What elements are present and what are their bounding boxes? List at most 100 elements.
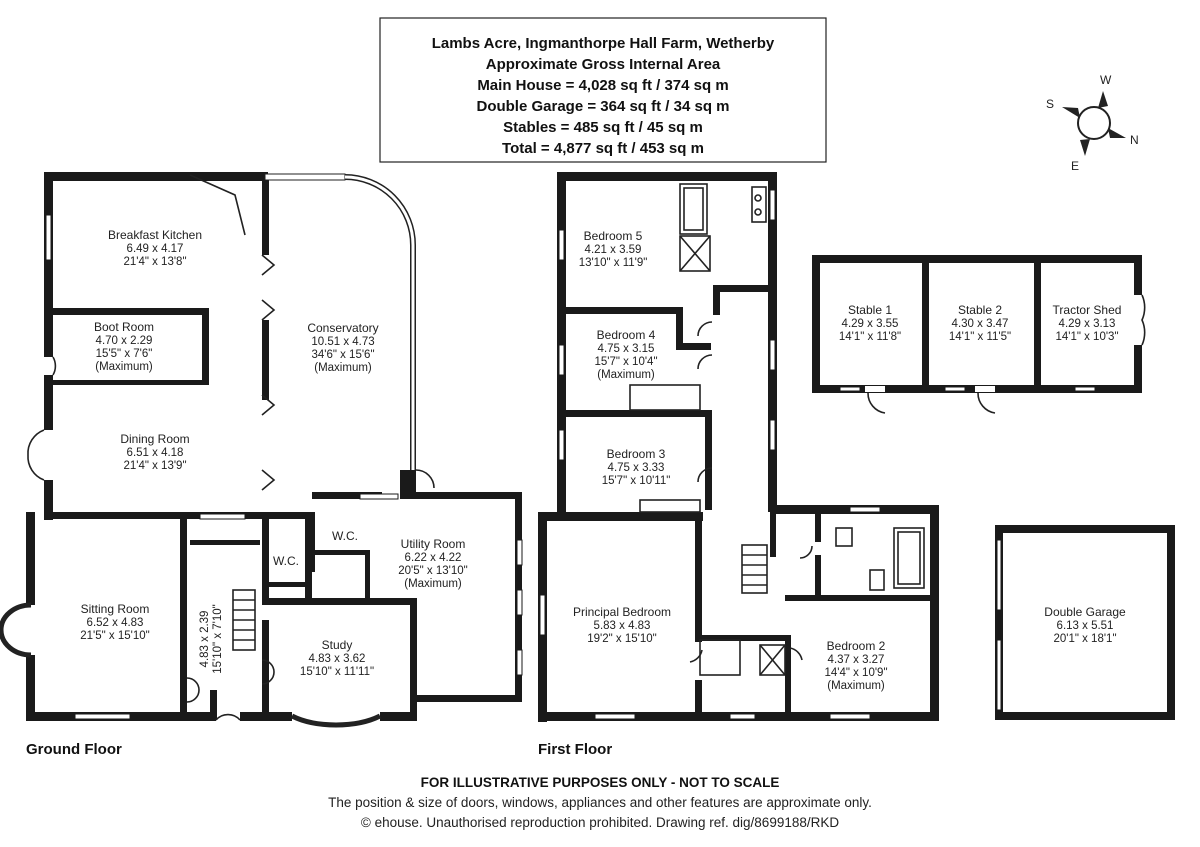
room-label: Bedroom 5: [584, 229, 643, 243]
room-metric: 10.51 x 4.73: [311, 336, 374, 348]
room-note: (Maximum): [404, 578, 462, 590]
stables-walls: [812, 255, 1146, 414]
room-imperial: 15'5" x 7'6": [96, 348, 153, 360]
first-floor-fixtures: [629, 183, 925, 676]
room-bedroom-5: Bedroom 5 4.21 x 3.59 13'10" x 11'9": [579, 229, 648, 269]
room-imperial: 14'1" x 11'5": [949, 331, 1011, 343]
room-label: Principal Bedroom: [573, 605, 671, 619]
room-label: Breakfast Kitchen: [108, 228, 202, 242]
room-label: Bedroom 2: [827, 639, 886, 653]
room-imperial: 19'2" x 15'10": [587, 633, 656, 645]
room-label: Utility Room: [401, 537, 466, 551]
compass-north-label: N: [1130, 133, 1139, 147]
room-metric: 4.30 x 3.47: [952, 318, 1009, 330]
first-floor-label: First Floor: [538, 741, 612, 758]
room-dining-room: Dining Room 6.51 x 4.18 21'4" x 13'9": [120, 432, 189, 472]
room-stable-1: Stable 1 4.29 x 3.55 14'1" x 11'8": [839, 303, 901, 343]
room-hall: 4.83 x 2.39 15'10" x 7'10": [199, 604, 224, 673]
room-label: W.C.: [332, 529, 358, 543]
room-metric: 6.51 x 4.18: [127, 447, 184, 459]
compass-south-label: S: [1046, 97, 1054, 111]
room-label: Bedroom 4: [597, 328, 656, 342]
room-note: (Maximum): [827, 680, 885, 692]
room-label: Stable 1: [848, 303, 892, 317]
room-sitting-room: Sitting Room 6.52 x 4.83 21'5" x 15'10": [80, 602, 149, 642]
room-imperial: 20'5" x 13'10": [398, 565, 467, 577]
room-metric: 4.83 x 3.62: [309, 653, 366, 665]
room-label: Stable 2: [958, 303, 1002, 317]
room-imperial: 14'1" x 10'3": [1055, 331, 1118, 343]
compass-rose-icon: W S N E: [1046, 73, 1139, 173]
copyright-text: © ehouse. Unauthorised reproduction proh…: [361, 815, 839, 830]
title-line-main-house: Main House = 4,028 sq ft / 374 sq m: [477, 77, 728, 94]
room-label: Double Garage: [1044, 605, 1126, 619]
room-metric: 6.13 x 5.51: [1057, 620, 1114, 632]
room-imperial: 13'10" x 11'9": [579, 257, 648, 269]
room-label: Bedroom 3: [607, 447, 666, 461]
room-metric: 4.75 x 3.33: [608, 462, 665, 474]
room-imperial: 15'10" x 7'10": [212, 604, 224, 673]
room-metric: 4.37 x 3.27: [828, 654, 885, 666]
ground-floor-doors: [27, 254, 435, 721]
room-imperial: 20'1" x 18'1": [1053, 633, 1116, 645]
title-line-address: Lambs Acre, Ingmanthorpe Hall Farm, Weth…: [432, 35, 775, 52]
room-metric: 4.83 x 2.39: [199, 611, 211, 668]
ground-floor-label: Ground Floor: [26, 741, 122, 758]
room-label: Tractor Shed: [1053, 303, 1122, 317]
ground-floor-walls: [0, 172, 522, 728]
room-note: (Maximum): [597, 369, 655, 381]
room-boot-room: Boot Room 4.70 x 2.29 15'5" x 7'6" (Maxi…: [94, 320, 154, 373]
room-metric: 4.29 x 3.55: [842, 318, 899, 330]
title-line-total: Total = 4,877 sq ft / 453 sq m: [502, 140, 704, 157]
disclaimer-heading: FOR ILLUSTRATIVE PURPOSES ONLY - NOT TO …: [421, 775, 780, 790]
room-imperial: 14'1" x 11'8": [839, 331, 901, 343]
room-tractor-shed: Tractor Shed 4.29 x 3.13 14'1" x 10'3": [1053, 303, 1122, 343]
room-bedroom-3: Bedroom 3 4.75 x 3.33 15'7" x 10'11": [602, 447, 671, 487]
room-principal-bedroom: Principal Bedroom 5.83 x 4.83 19'2" x 15…: [573, 605, 671, 645]
room-metric: 6.52 x 4.83: [87, 617, 144, 629]
room-imperial: 14'4" x 10'9": [824, 667, 887, 679]
room-imperial: 34'6" x 15'6": [311, 349, 374, 361]
room-metric: 4.29 x 3.13: [1059, 318, 1116, 330]
room-note: (Maximum): [95, 361, 153, 373]
room-wc-1: W.C.: [273, 554, 299, 568]
room-metric: 6.22 x 4.22: [405, 552, 462, 564]
room-imperial: 15'10" x 11'11": [300, 666, 374, 678]
room-label: W.C.: [273, 554, 299, 568]
double-garage-walls: [995, 525, 1175, 720]
room-label: Conservatory: [307, 321, 378, 335]
room-label: Boot Room: [94, 320, 154, 334]
room-bedroom-2: Bedroom 2 4.37 x 3.27 14'4" x 10'9" (Max…: [824, 639, 887, 692]
disclaimer-text: The position & size of doors, windows, a…: [328, 795, 872, 810]
room-label: Sitting Room: [81, 602, 150, 616]
room-imperial: 21'4" x 13'9": [123, 460, 186, 472]
room-note: (Maximum): [314, 362, 372, 374]
ground-floor-windows: [45, 214, 523, 720]
room-metric: 4.70 x 2.29: [96, 335, 153, 347]
room-wc-2: W.C.: [332, 529, 358, 543]
title-box: Lambs Acre, Ingmanthorpe Hall Farm, Weth…: [379, 17, 827, 163]
room-study: Study 4.83 x 3.62 15'10" x 11'11": [300, 638, 374, 678]
room-double-garage: Double Garage 6.13 x 5.51 20'1" x 18'1": [1044, 605, 1126, 645]
room-metric: 4.75 x 3.15: [598, 343, 655, 355]
room-metric: 5.83 x 4.83: [594, 620, 651, 632]
room-breakfast-kitchen: Breakfast Kitchen 6.49 x 4.17 21'4" x 13…: [108, 228, 202, 268]
title-line-area-heading: Approximate Gross Internal Area: [486, 56, 721, 73]
title-line-stables: Stables = 485 sq ft / 45 sq m: [503, 119, 703, 136]
room-imperial: 21'4" x 13'8": [123, 256, 186, 268]
room-utility-room: Utility Room 6.22 x 4.22 20'5" x 13'10" …: [398, 537, 467, 590]
room-conservatory: Conservatory 10.51 x 4.73 34'6" x 15'6" …: [307, 321, 378, 374]
room-label: Study: [322, 638, 353, 652]
compass-west-label: W: [1100, 73, 1112, 87]
room-bedroom-4: Bedroom 4 4.75 x 3.15 15'7" x 10'4" (Max…: [594, 328, 657, 381]
ground-floor-stairs: [189, 174, 256, 651]
room-imperial: 15'7" x 10'11": [602, 475, 671, 487]
room-imperial: 21'5" x 15'10": [80, 630, 149, 642]
room-label: Dining Room: [120, 432, 189, 446]
title-line-double-garage: Double Garage = 364 sq ft / 34 sq m: [476, 98, 729, 115]
first-floor-windows: [539, 189, 881, 720]
room-metric: 6.49 x 4.17: [127, 243, 184, 255]
room-imperial: 15'7" x 10'4": [594, 356, 657, 368]
room-metric: 4.21 x 3.59: [585, 244, 642, 256]
